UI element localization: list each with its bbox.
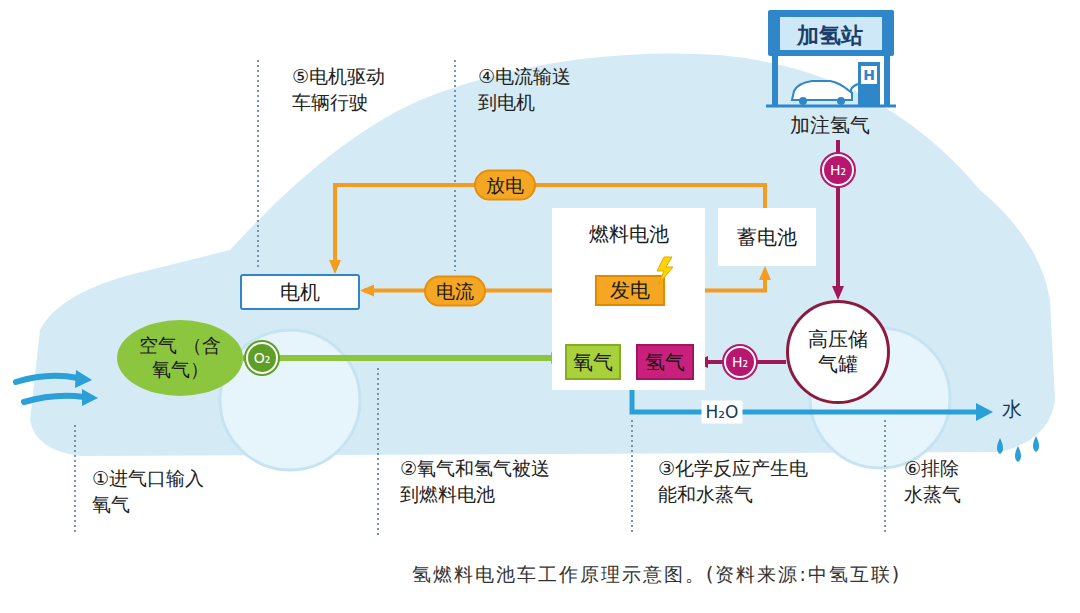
gas-label: H₂ <box>822 154 854 186</box>
water-drop <box>1015 446 1021 462</box>
pump-symbol: H <box>863 66 875 85</box>
leader-line <box>74 425 76 535</box>
car-icon-wheel <box>837 97 845 105</box>
station-post <box>884 56 890 106</box>
gas-label: O₂ <box>246 342 278 374</box>
generate-box: 发电 <box>595 275 665 306</box>
motor-box: 电机 <box>240 274 360 310</box>
node-text: 空气 （含氧气） <box>130 334 230 382</box>
step-note: ②氧气和氢气被送 到燃料电池 <box>400 456 562 507</box>
car-icon <box>792 81 852 100</box>
node-text: 氧气 <box>573 350 613 375</box>
step-note: ③化学反应产生电 能和水蒸气 <box>658 456 820 507</box>
node-text: 氢气 <box>645 350 685 375</box>
station-sign <box>780 17 882 50</box>
caption: 氢燃料电池车工作原理示意图。(资料来源:中氢互联) <box>412 562 901 588</box>
node-text: 燃料电池 <box>589 222 669 247</box>
water-drop <box>1033 436 1039 452</box>
node-text: 发电 <box>610 278 650 303</box>
water-label: 水 <box>1002 396 1022 423</box>
station-post <box>772 56 778 106</box>
station-box: 加氢站加注氢气 <box>765 14 895 140</box>
lightning-symbol <box>657 257 673 285</box>
water-drop <box>997 438 1003 454</box>
leader-line <box>377 368 379 535</box>
oxygen-box: 氧气 <box>565 344 621 380</box>
station-ground <box>766 105 896 108</box>
node-text: 高压储 气罐 <box>803 327 873 377</box>
water-outlet-head <box>976 403 993 421</box>
leader-line <box>454 60 456 271</box>
flow-arrow <box>243 355 561 361</box>
water-outlet-line <box>632 390 978 412</box>
battery-box: 蓄电池 <box>718 208 816 266</box>
air-intake-arrow <box>24 396 84 402</box>
station-canopy <box>768 10 894 56</box>
flow-label: 放电 <box>474 170 536 201</box>
leader-line <box>257 60 259 270</box>
air-intake-head <box>82 389 98 406</box>
leader-line <box>884 420 886 535</box>
air-intake-arrow <box>16 376 78 382</box>
leader-line <box>631 420 633 535</box>
car-icon-wheel <box>799 97 807 105</box>
air-intake-head <box>75 370 92 388</box>
step-note: ①进气口输入 氧气 <box>92 466 216 517</box>
water-formula: H₂O <box>702 401 743 424</box>
leader-lines <box>75 60 885 535</box>
pump-sign <box>861 66 877 84</box>
step-note: ⑤电机驱动 车辆行驶 <box>292 64 396 115</box>
gas-label: H₂ <box>724 346 756 378</box>
step-note: ⑥排除 水蒸气 <box>904 456 970 507</box>
air-ellipse: 空气 （含氧气） <box>117 320 243 396</box>
fuel-cell-region: 燃料电池发电氧气 氢气 <box>552 208 705 390</box>
node-text: 电机 <box>280 280 320 305</box>
node-text: 蓄电池 <box>737 225 797 250</box>
tank-circle: 高压储 气罐 <box>786 300 890 404</box>
node-text: 加氢站 <box>797 22 863 50</box>
hydrogen-box: 氢气 <box>636 344 694 380</box>
hydrogen-pump <box>858 62 880 106</box>
flow-label: 电流 <box>424 276 486 307</box>
node-text: 加注氢气 <box>790 113 870 138</box>
step-note: ④电流输送 到电机 <box>478 64 582 115</box>
